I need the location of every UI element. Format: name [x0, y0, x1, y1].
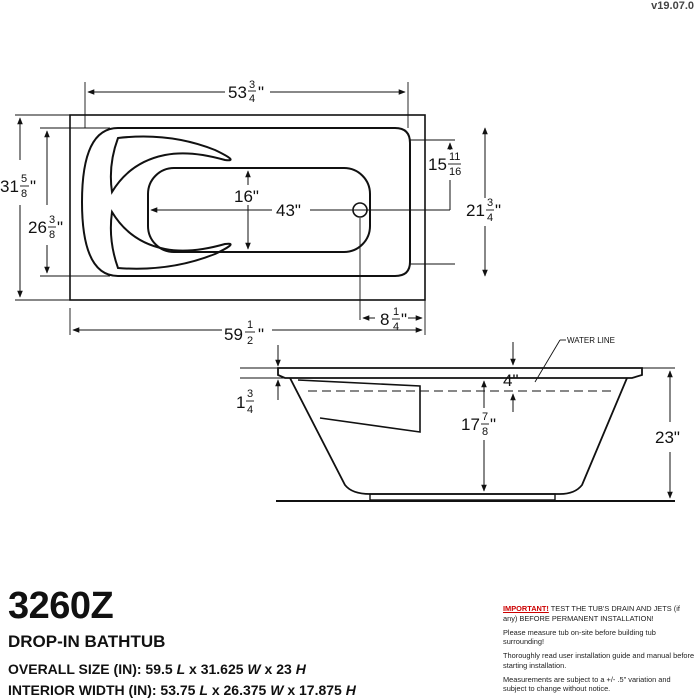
svg-text:3: 3 — [487, 197, 493, 209]
svg-text:8: 8 — [21, 188, 27, 200]
svg-text:11: 11 — [449, 151, 460, 163]
svg-text:": " — [57, 218, 63, 237]
top-view-dimensions: 53 3 4 " 59 1 2 " 31 5 8 " 26 3 8 " 16" — [0, 79, 501, 347]
svg-text:4: 4 — [487, 212, 493, 224]
svg-text:": " — [495, 201, 501, 220]
svg-text:3: 3 — [49, 214, 55, 226]
svg-text:4: 4 — [247, 404, 253, 416]
svg-text:59: 59 — [224, 325, 243, 344]
note-read-guide: Thoroughly read user installation guide … — [503, 651, 695, 670]
svg-text:": " — [490, 415, 496, 434]
armrest-top — [109, 135, 232, 195]
tub-outer-rim — [69, 114, 426, 301]
svg-text:": " — [30, 177, 36, 196]
svg-text:3: 3 — [247, 388, 253, 400]
tub-side-step — [297, 379, 421, 433]
svg-text:16: 16 — [449, 166, 461, 178]
svg-text:4: 4 — [249, 93, 255, 105]
armrest-bottom — [109, 209, 232, 270]
svg-text:1: 1 — [393, 306, 399, 318]
product-type: DROP-IN BATHTUB — [8, 632, 166, 651]
svg-text:21: 21 — [466, 201, 485, 220]
tub-side-rim — [277, 367, 643, 379]
interior-width-spec: INTERIOR WIDTH (IN): 53.75 L x 26.375 W … — [8, 682, 356, 698]
dim-end-width-large: 21 3 4 " — [466, 197, 501, 224]
technical-drawing: 53 3 4 " 59 1 2 " 31 5 8 " 26 3 8 " 16" — [0, 79, 680, 502]
note-measure: Please measure tub on-site before buildi… — [503, 627, 656, 647]
tub-side-body — [289, 377, 628, 495]
note-variation: Measurements are subject to a +/- .5" va… — [503, 674, 671, 694]
svg-text:8: 8 — [482, 426, 488, 438]
dim-overall-width: 31 5 8 " — [0, 173, 36, 200]
svg-text:53: 53 — [228, 83, 247, 102]
svg-text:17: 17 — [461, 415, 480, 434]
svg-text:": " — [401, 310, 407, 329]
svg-text:3: 3 — [249, 79, 255, 91]
svg-text:1: 1 — [247, 319, 253, 331]
dim-interior-width: 26 3 8 " — [28, 214, 63, 241]
dim-floor-length: 43" — [276, 201, 301, 220]
svg-text:5: 5 — [21, 173, 27, 185]
note-important: IMPORTANT! TEST THE TUB'S DRAIN AND JETS… — [503, 604, 680, 623]
dim-floor-width: 16" — [234, 187, 259, 206]
svg-text:15: 15 — [428, 155, 447, 174]
tub-interior-basin — [80, 127, 411, 277]
svg-text:2: 2 — [247, 335, 253, 347]
svg-text:8: 8 — [380, 310, 389, 329]
dim-drain-offset: 8 1 4 " — [380, 306, 407, 333]
svg-text:4: 4 — [393, 321, 399, 333]
dim-overall-length: 59 1 2 " — [224, 319, 264, 347]
svg-text:31: 31 — [0, 177, 19, 196]
dim-end-width-small: 15 11 16 — [428, 151, 461, 178]
svg-text:26: 26 — [28, 218, 47, 237]
svg-text:": " — [258, 83, 264, 102]
version-label: v19.07.0 — [651, 0, 694, 12]
top-view — [15, 82, 488, 335]
dim-rim-to-water: 4" — [503, 371, 519, 390]
svg-text:": " — [258, 325, 264, 344]
dim-interior-length: 53 3 4 " — [228, 79, 264, 105]
model-number: 3260Z — [8, 585, 114, 627]
overall-size-spec: OVERALL SIZE (IN): 59.5 L x 31.625 W x 2… — [8, 661, 306, 677]
water-line-label: WATER LINE — [567, 336, 615, 345]
installation-notes: IMPORTANT! TEST THE TUB'S DRAIN AND JETS… — [503, 604, 695, 698]
dim-interior-depth: 17 7 8 " — [461, 411, 496, 438]
side-view-dimensions: WATER LINE 4" 1 3 4 17 7 8 " 23" — [236, 336, 680, 447]
svg-text:8: 8 — [49, 229, 55, 241]
dim-rim-thickness: 1 3 4 — [236, 388, 254, 416]
svg-text:1: 1 — [236, 393, 245, 412]
dim-overall-height: 23" — [655, 428, 680, 447]
side-view — [240, 339, 675, 502]
svg-text:7: 7 — [482, 411, 488, 423]
